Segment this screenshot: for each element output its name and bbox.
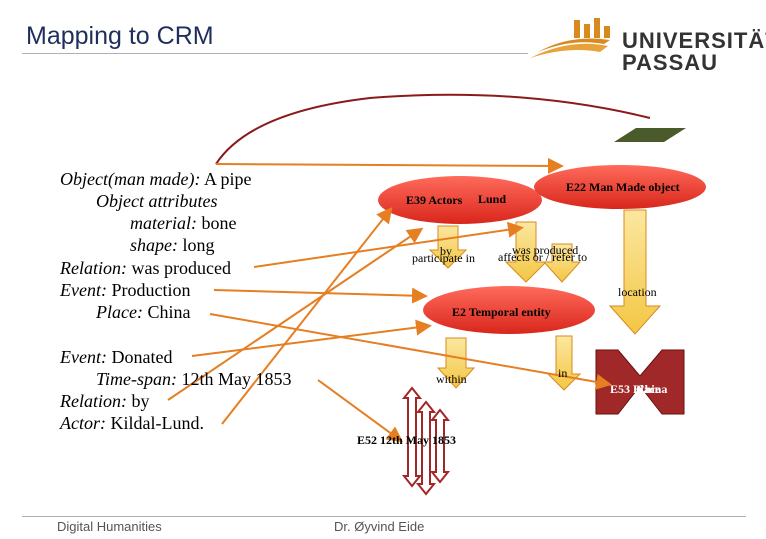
arrow-pipe-object bbox=[215, 157, 564, 174]
object-line-7: Place: China bbox=[96, 302, 191, 322]
affects-label: affects or / refer to bbox=[498, 250, 588, 264]
arrow-produced bbox=[253, 221, 524, 268]
refer-arrow-icon bbox=[542, 243, 582, 283]
event-line-2: Time-span: 12th May 1853 bbox=[96, 369, 292, 389]
place-shape bbox=[595, 349, 685, 415]
actor-oval bbox=[378, 176, 542, 224]
arrow-by bbox=[167, 227, 424, 401]
footer-center: Dr. Øyvind Eide bbox=[334, 519, 425, 534]
arrow-timespan bbox=[317, 379, 404, 443]
within-arrow-icon bbox=[436, 337, 476, 389]
object-line-4: shape: long bbox=[130, 235, 215, 255]
logo-line2: PASSAU bbox=[622, 50, 719, 75]
event-line-3: Relation: by bbox=[60, 391, 150, 411]
place-label: E53 Place bbox=[610, 382, 661, 396]
arc-connector bbox=[215, 93, 651, 165]
logo-line1: UNIVERSITÄT bbox=[622, 28, 766, 53]
page-title: Mapping to CRM bbox=[26, 22, 214, 50]
timespan-arrows-icon bbox=[401, 386, 451, 496]
was-produced-label: was produced bbox=[512, 243, 579, 257]
event-line-4: Actor: Kildal-Lund. bbox=[60, 413, 204, 433]
object-line-3: material: bone bbox=[130, 213, 237, 233]
footer-divider bbox=[22, 516, 746, 517]
actor-overlap-label: Lund bbox=[478, 192, 507, 206]
footer-left: Digital Humanities bbox=[57, 519, 162, 534]
object-oval bbox=[534, 165, 706, 209]
arrow-donated bbox=[191, 319, 432, 357]
location-arrow-icon bbox=[608, 209, 662, 335]
by-label: by bbox=[440, 244, 452, 258]
timespan-label: E52 12th May 1853 bbox=[357, 433, 456, 447]
actor-label: E39 Actors bbox=[406, 193, 463, 207]
header-divider bbox=[22, 53, 528, 54]
arc-endpoint-icon bbox=[614, 128, 686, 142]
event-line-1: Event: Donated bbox=[60, 347, 173, 367]
location-label: location bbox=[618, 285, 657, 299]
arrow-china bbox=[209, 313, 612, 390]
in-label: in bbox=[558, 366, 568, 380]
arrow-production bbox=[213, 287, 428, 304]
temporal-oval bbox=[423, 286, 595, 334]
within-label: within bbox=[436, 372, 467, 386]
university-logo: UNIVERSITÄT PASSAU bbox=[530, 16, 766, 76]
place-overlap-label: China bbox=[636, 382, 668, 396]
object-line-1: Object(man made): A pipe bbox=[60, 169, 252, 189]
object-label: E22 Man Made object bbox=[566, 180, 680, 194]
in-arrow-icon bbox=[546, 335, 582, 391]
object-line-5: Relation: was produced bbox=[60, 258, 231, 278]
object-line-2: Object attributes bbox=[96, 191, 218, 211]
arrow-actor bbox=[221, 206, 393, 425]
participate-label: participate in bbox=[412, 251, 475, 265]
temporal-label: E2 Temporal entity bbox=[452, 305, 551, 319]
logo-mark-icon bbox=[530, 18, 610, 58]
object-line-6: Event: Production bbox=[60, 280, 191, 300]
